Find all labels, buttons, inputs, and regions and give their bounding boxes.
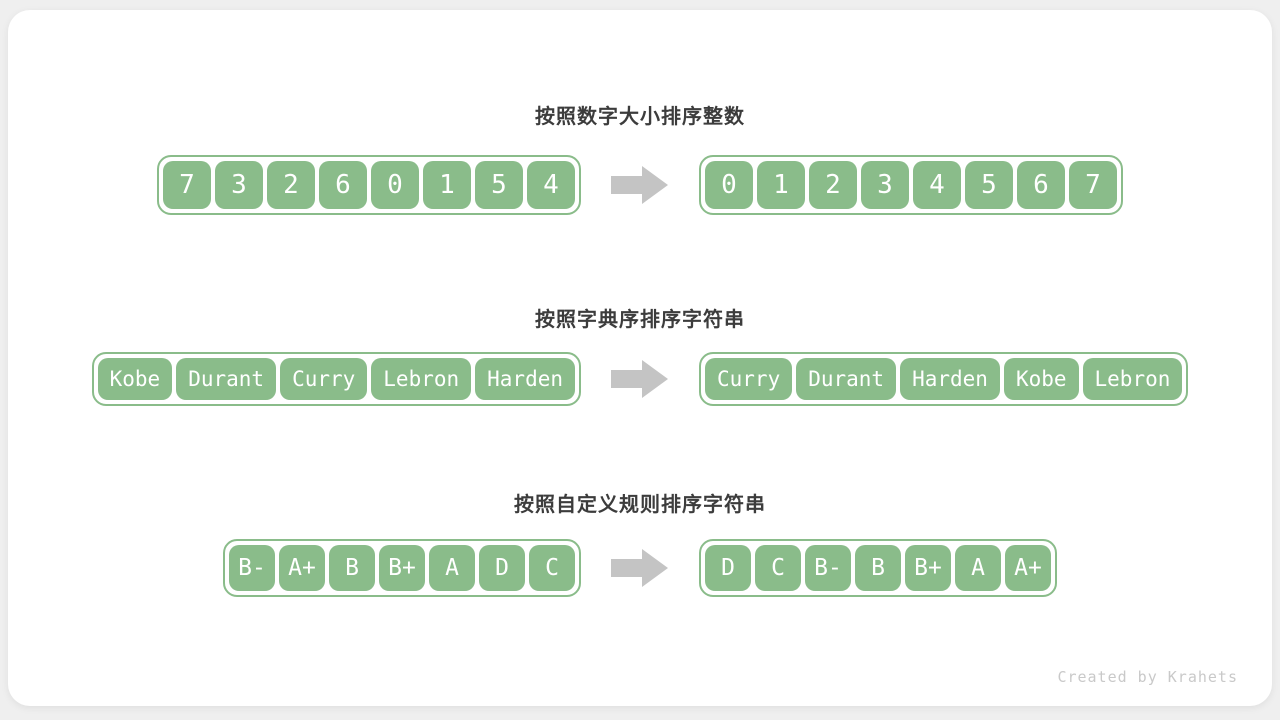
array-cell: 7	[1069, 161, 1117, 209]
arrow-right-icon	[611, 548, 669, 588]
array-cell: B+	[379, 545, 425, 591]
array-cell: 5	[965, 161, 1013, 209]
array-cell: Curry	[280, 358, 368, 400]
array-cell: 5	[475, 161, 523, 209]
array-cell: B	[855, 545, 901, 591]
array-cell: B-	[805, 545, 851, 591]
array-cell: 4	[913, 161, 961, 209]
arrow-right-icon	[611, 165, 669, 205]
array-cell: Harden	[475, 358, 575, 400]
array-cell: B+	[905, 545, 951, 591]
array-cell: 0	[705, 161, 753, 209]
array-cell: 4	[527, 161, 575, 209]
array-cell: C	[755, 545, 801, 591]
array-cell: Durant	[176, 358, 277, 400]
array-cell: 1	[423, 161, 471, 209]
array-cell: 6	[1017, 161, 1065, 209]
array-cell: Kobe	[1003, 358, 1079, 400]
array-cell: A+	[1005, 545, 1051, 591]
array-cell: Lebron	[371, 358, 472, 400]
array-cell: 7	[163, 161, 211, 209]
arrow-right-icon	[611, 359, 669, 399]
array-cell: B-	[229, 545, 275, 591]
array-cell: B	[329, 545, 375, 591]
array-cell: 6	[319, 161, 367, 209]
array-cell: 2	[267, 161, 315, 209]
row-title: 按照数字大小排序整数	[535, 106, 745, 128]
array-cell: Curry	[705, 358, 793, 400]
array-cell: A	[429, 545, 475, 591]
array-cell: 1	[757, 161, 805, 209]
array-cell: Durant	[796, 358, 897, 400]
array-cell: Kobe	[97, 358, 173, 400]
row-title: 按照自定义规则排序字符串	[514, 494, 766, 516]
row-title: 按照字典序排序字符串	[535, 309, 745, 331]
array-cell: 3	[861, 161, 909, 209]
array-cell: Lebron	[1082, 358, 1183, 400]
array-cell: D	[705, 545, 751, 591]
array-cell: 2	[809, 161, 857, 209]
array-cell: 3	[215, 161, 263, 209]
array-cell: C	[529, 545, 575, 591]
array-cell: Harden	[900, 358, 1000, 400]
credit-text: Created by Krahets	[1057, 668, 1238, 686]
array-cell: A	[955, 545, 1001, 591]
array-cell: A+	[279, 545, 325, 591]
array-cell: 0	[371, 161, 419, 209]
array-cell: D	[479, 545, 525, 591]
